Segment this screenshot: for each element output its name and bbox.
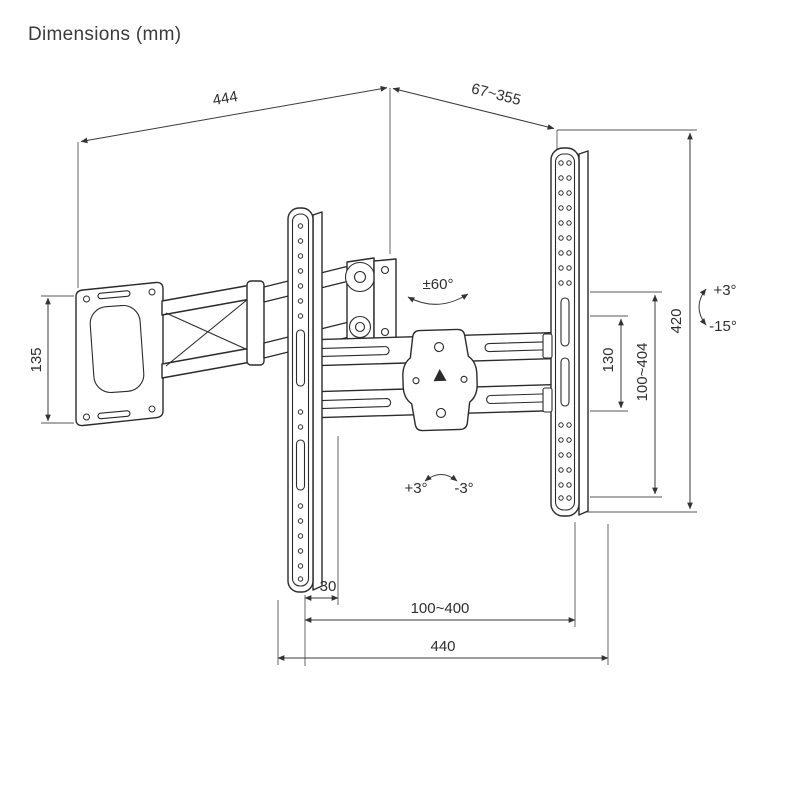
rail-clip-lower (542, 387, 553, 413)
left-vesa-rail (287, 207, 323, 593)
dim-crossbar-width-label: 440 (430, 638, 455, 655)
dim-plate-width-label: 444 (211, 88, 239, 109)
center-plate (402, 328, 478, 432)
wall-plate-holes (83, 288, 156, 421)
left-rail-side-face (312, 211, 323, 591)
swivel-arc-arrow-icon (407, 293, 469, 305)
level-minus-label: -3° (454, 480, 473, 497)
page-title: Dimensions (mm) (28, 24, 182, 45)
dim-crossbar-width: 440 (277, 638, 609, 661)
arm-knuckle (246, 280, 265, 366)
level-arc-arrow-icon (424, 474, 458, 482)
dim-hole-spacing: 130 (600, 318, 624, 409)
level-annotation: +3° -3° (404, 474, 474, 497)
wall-plate (75, 281, 164, 427)
tilt-arc-arrow-icon (698, 288, 707, 326)
dim-vesa-vertical-label: 100~404 (634, 343, 651, 402)
tilt-up-label: +3° (713, 282, 736, 299)
tv-bracket-crossbars (294, 328, 586, 432)
right-vesa-rail (542, 147, 589, 517)
alignment-arrow-icon (433, 369, 447, 382)
wall-plate-cutout (89, 304, 145, 394)
dim-extension-depth: 67~355 (392, 80, 555, 130)
dim-vesa-horizontal-label: 100~400 (411, 600, 470, 617)
dim-plate-width: 444 (80, 85, 388, 144)
dim-total-height-label: 420 (668, 308, 685, 333)
tilt-annotation: +3° -15° (698, 282, 737, 335)
wall-plate-outline (75, 281, 164, 427)
extension-lines (41, 88, 697, 666)
elbow-pivot-joint (344, 261, 376, 293)
rail-clip-upper (542, 333, 553, 359)
swivel-annotation: ±60° (407, 276, 469, 305)
pivot-post (373, 258, 397, 344)
dim-vesa-vertical: 100~404 (634, 294, 658, 495)
level-plus-label: +3° (404, 480, 427, 497)
swivel-range-label: ±60° (423, 276, 454, 293)
left-rail-front-face (287, 207, 314, 593)
dim-plate-height-label: 135 (28, 347, 45, 372)
tilt-down-label: -15° (709, 318, 737, 335)
dim-hole-spacing-label: 130 (600, 347, 617, 372)
dim-extension-depth-label: 67~355 (470, 80, 523, 109)
dim-plate-height: 135 (28, 297, 51, 422)
dim-rail-width: 30 (304, 578, 339, 601)
dim-rail-width-label: 30 (320, 578, 337, 595)
dim-vesa-horizontal: 100~400 (304, 600, 576, 623)
dim-total-height: 420 (668, 132, 693, 510)
right-rail-side-face (578, 150, 589, 516)
right-rail-front-face (550, 147, 580, 517)
